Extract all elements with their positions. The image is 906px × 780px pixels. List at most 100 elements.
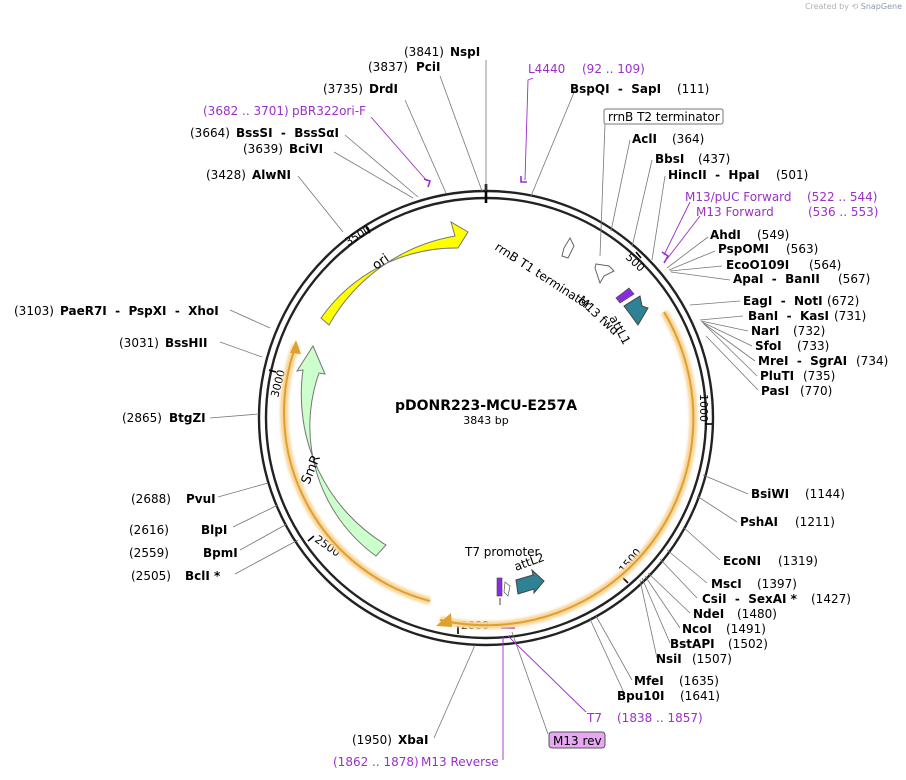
enzyme-pos-sgrai: (734)	[856, 354, 888, 368]
leader-mfei	[595, 615, 633, 681]
enzyme-leader-lines	[209, 60, 759, 739]
leader-blpi	[232, 504, 279, 528]
leader-rrnb-t2	[599, 123, 606, 257]
enzyme-pos-sapi: (111)	[677, 82, 709, 96]
enzyme-name-bbsi: BbsI	[655, 152, 684, 166]
enzyme-name-bsiwi: BsiWI	[751, 487, 789, 501]
leader-bpmi	[239, 523, 288, 551]
leader-bbsi	[631, 159, 653, 248]
leader-t7	[507, 635, 587, 713]
enzyme-name-alwni: AlwNI	[252, 168, 291, 182]
leader-nsii	[639, 579, 658, 659]
enzyme-name-xhoi: PaeR7I - PspXI - XhoI	[60, 304, 219, 318]
rrnb-t2-arrow	[561, 236, 575, 259]
enzyme-name-pluti: PluTI	[760, 369, 794, 383]
enzyme-pos-ndei: (1480)	[737, 607, 777, 621]
attl2-feature-arrow	[515, 568, 545, 595]
m13-fwd-feature	[615, 287, 635, 304]
enzyme-pos-pcii: (3837)	[368, 60, 408, 74]
leader-bstapi	[641, 577, 671, 644]
attl1-feature-arrow	[623, 295, 649, 326]
rrnb-t2-label-box	[603, 108, 724, 125]
enzyme-pos-bbsi: (437)	[698, 152, 730, 166]
primer-range-t7: (1838 .. 1857)	[617, 711, 703, 725]
enzyme-pos-bcivi: (3639)	[243, 142, 283, 156]
primer-name-m13-reverse: M13 Reverse	[421, 755, 499, 769]
leader-alwni	[297, 175, 344, 233]
enzyme-pos-hpai: (501)	[776, 168, 808, 182]
primer-name-m13puc-forward: M13/pUC Forward	[685, 190, 792, 204]
enzyme-name-sgrai: MreI - SgrAI	[758, 354, 847, 368]
m13-rev-feature	[496, 577, 503, 597]
leader-ahdi	[666, 236, 709, 269]
enzyme-name-pspomi: PspOMI	[718, 242, 769, 256]
leader-econi	[682, 526, 721, 561]
smr-feature-arrow	[295, 344, 387, 557]
primer-name-m13-forward: M13 Forward	[696, 205, 774, 219]
enzyme-pos-blpi: (2616)	[129, 523, 169, 537]
orf-arc-left	[283, 344, 431, 602]
leader-sfoi	[701, 321, 753, 347]
tick-500	[635, 251, 642, 259]
m13-rev-label-box	[548, 731, 606, 749]
primer-range-m13-forward: (536 .. 553)	[808, 205, 878, 219]
enzyme-pos-nspi: (3841)	[404, 45, 444, 59]
enzyme-pos-xhoi: (3103)	[14, 304, 54, 318]
map-center: pDONR223-MCU-E257A 3843 bp	[395, 398, 577, 427]
enzyme-pos-bstapi: (1502)	[728, 637, 768, 651]
enzyme-pos-nari: (732)	[793, 324, 825, 338]
enzyme-name-bstapi: BstAPI	[670, 637, 715, 651]
primer-range-m13-reverse: (1862 .. 1878)	[333, 755, 419, 769]
credit-prefix: Created by	[804, 2, 849, 11]
enzyme-pos-bsssi: (3664)	[190, 126, 230, 140]
leader-xbai	[433, 644, 476, 739]
leader-pbr322ori-f	[370, 116, 428, 182]
enzyme-labels-left: (3841) NspI (3837) PciI (3735) DrdI (366…	[14, 45, 480, 747]
leader-pshai	[696, 495, 738, 523]
enzyme-name-sexai: CsiI - SexAI *	[702, 592, 798, 606]
leader-bsiwi	[702, 474, 749, 495]
tick-3000	[268, 369, 277, 373]
enzyme-pos-kasi: (731)	[834, 309, 866, 323]
enzyme-name-bpmi: BpmI	[203, 546, 238, 560]
enzyme-name-xbai: XbaI	[398, 733, 428, 747]
enzyme-name-pasi: PasI	[761, 384, 789, 398]
enzyme-pos-alwni: (3428)	[206, 168, 246, 182]
enzyme-name-pcii: PciI	[416, 60, 441, 74]
leader-msci	[666, 549, 708, 584]
enzyme-name-sapi: BspQI - SapI	[570, 82, 661, 96]
enzyme-pos-econi: (1319)	[778, 554, 818, 568]
t7-promoter-arrow	[503, 581, 511, 597]
tick-3500	[365, 226, 371, 234]
leader-m13puc-forward	[663, 201, 691, 256]
enzyme-pos-sexai: (1427)	[811, 592, 851, 606]
enzyme-pos-xbai: (1950)	[352, 733, 392, 747]
leader-ecoo109i	[669, 265, 723, 272]
leader-bsshii	[219, 341, 263, 358]
primer-range-l4440: (92 .. 109)	[582, 62, 645, 76]
primer-labels: L4440 (92 .. 109) (3682 .. 3701) pBR322o…	[203, 62, 878, 769]
primer-name-l4440: L4440	[528, 62, 565, 76]
leader-bsssi	[344, 134, 419, 198]
enzyme-pos-bsiwi: (1144)	[805, 487, 845, 501]
tick-1500	[622, 577, 629, 584]
enzyme-name-drdi: DrdI	[369, 82, 398, 96]
enzyme-name-banii: ApaI - BanII	[733, 272, 820, 286]
orf-arrowhead-right	[436, 613, 452, 627]
enzyme-pos-banii: (567)	[838, 272, 870, 286]
primer-mark-m13-forward	[661, 251, 670, 264]
leader-ndei	[647, 572, 691, 614]
primer-range-pbr322ori-f: (3682 .. 3701)	[203, 104, 289, 118]
orf-halo-right	[439, 309, 698, 630]
leader-pvui	[217, 482, 269, 498]
enzyme-pos-pshai: (1211)	[795, 515, 835, 529]
enzyme-pos-bpu10i: (1641)	[680, 689, 720, 703]
enzyme-pos-nsii: (1507)	[692, 652, 732, 666]
tick-label-3500: 3500	[343, 223, 374, 249]
primer-name-t7: T7	[586, 711, 602, 725]
enzyme-name-hpai: HincII - HpaI	[668, 168, 760, 182]
leader-xhoi	[229, 309, 271, 329]
leader-pasi	[705, 335, 759, 391]
enzyme-name-nsii: NsiI	[656, 652, 682, 666]
